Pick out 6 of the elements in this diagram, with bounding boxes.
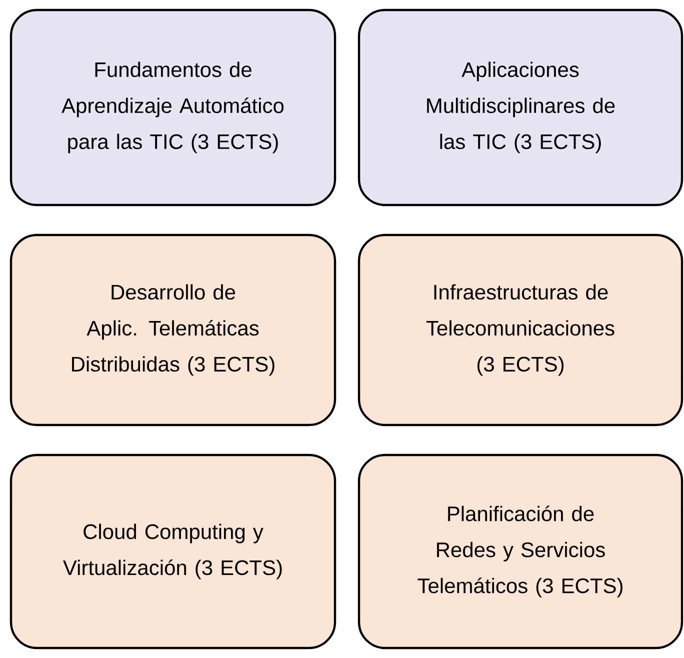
course-box: Fundamentos de Aprendizaje Automático para las TIC (3 ECTS)	[10, 8, 336, 206]
course-box: Planificación de Redes y Servicios Telemáticos (3 ECTS)	[358, 454, 684, 650]
course-box: Cloud Computing y Virtualización (3 ECTS)	[10, 454, 336, 650]
course-box: Infraestructuras de Telecomunicaciones (3 ECTS)	[358, 234, 684, 426]
course-box: Desarrollo de Aplic. Telemáticas Distribuidas (3 ECTS)	[10, 234, 336, 426]
course-box: Aplicaciones Multidisciplinares de las TIC (3 ECTS)	[358, 8, 684, 206]
